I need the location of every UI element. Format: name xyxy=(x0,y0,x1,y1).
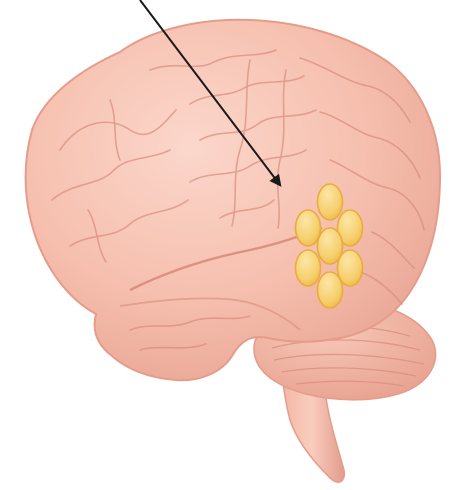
marker-oval xyxy=(318,272,343,308)
marker-oval xyxy=(296,250,321,286)
marker-oval xyxy=(318,184,343,220)
marker-oval xyxy=(296,210,321,246)
marker-oval xyxy=(318,228,343,264)
